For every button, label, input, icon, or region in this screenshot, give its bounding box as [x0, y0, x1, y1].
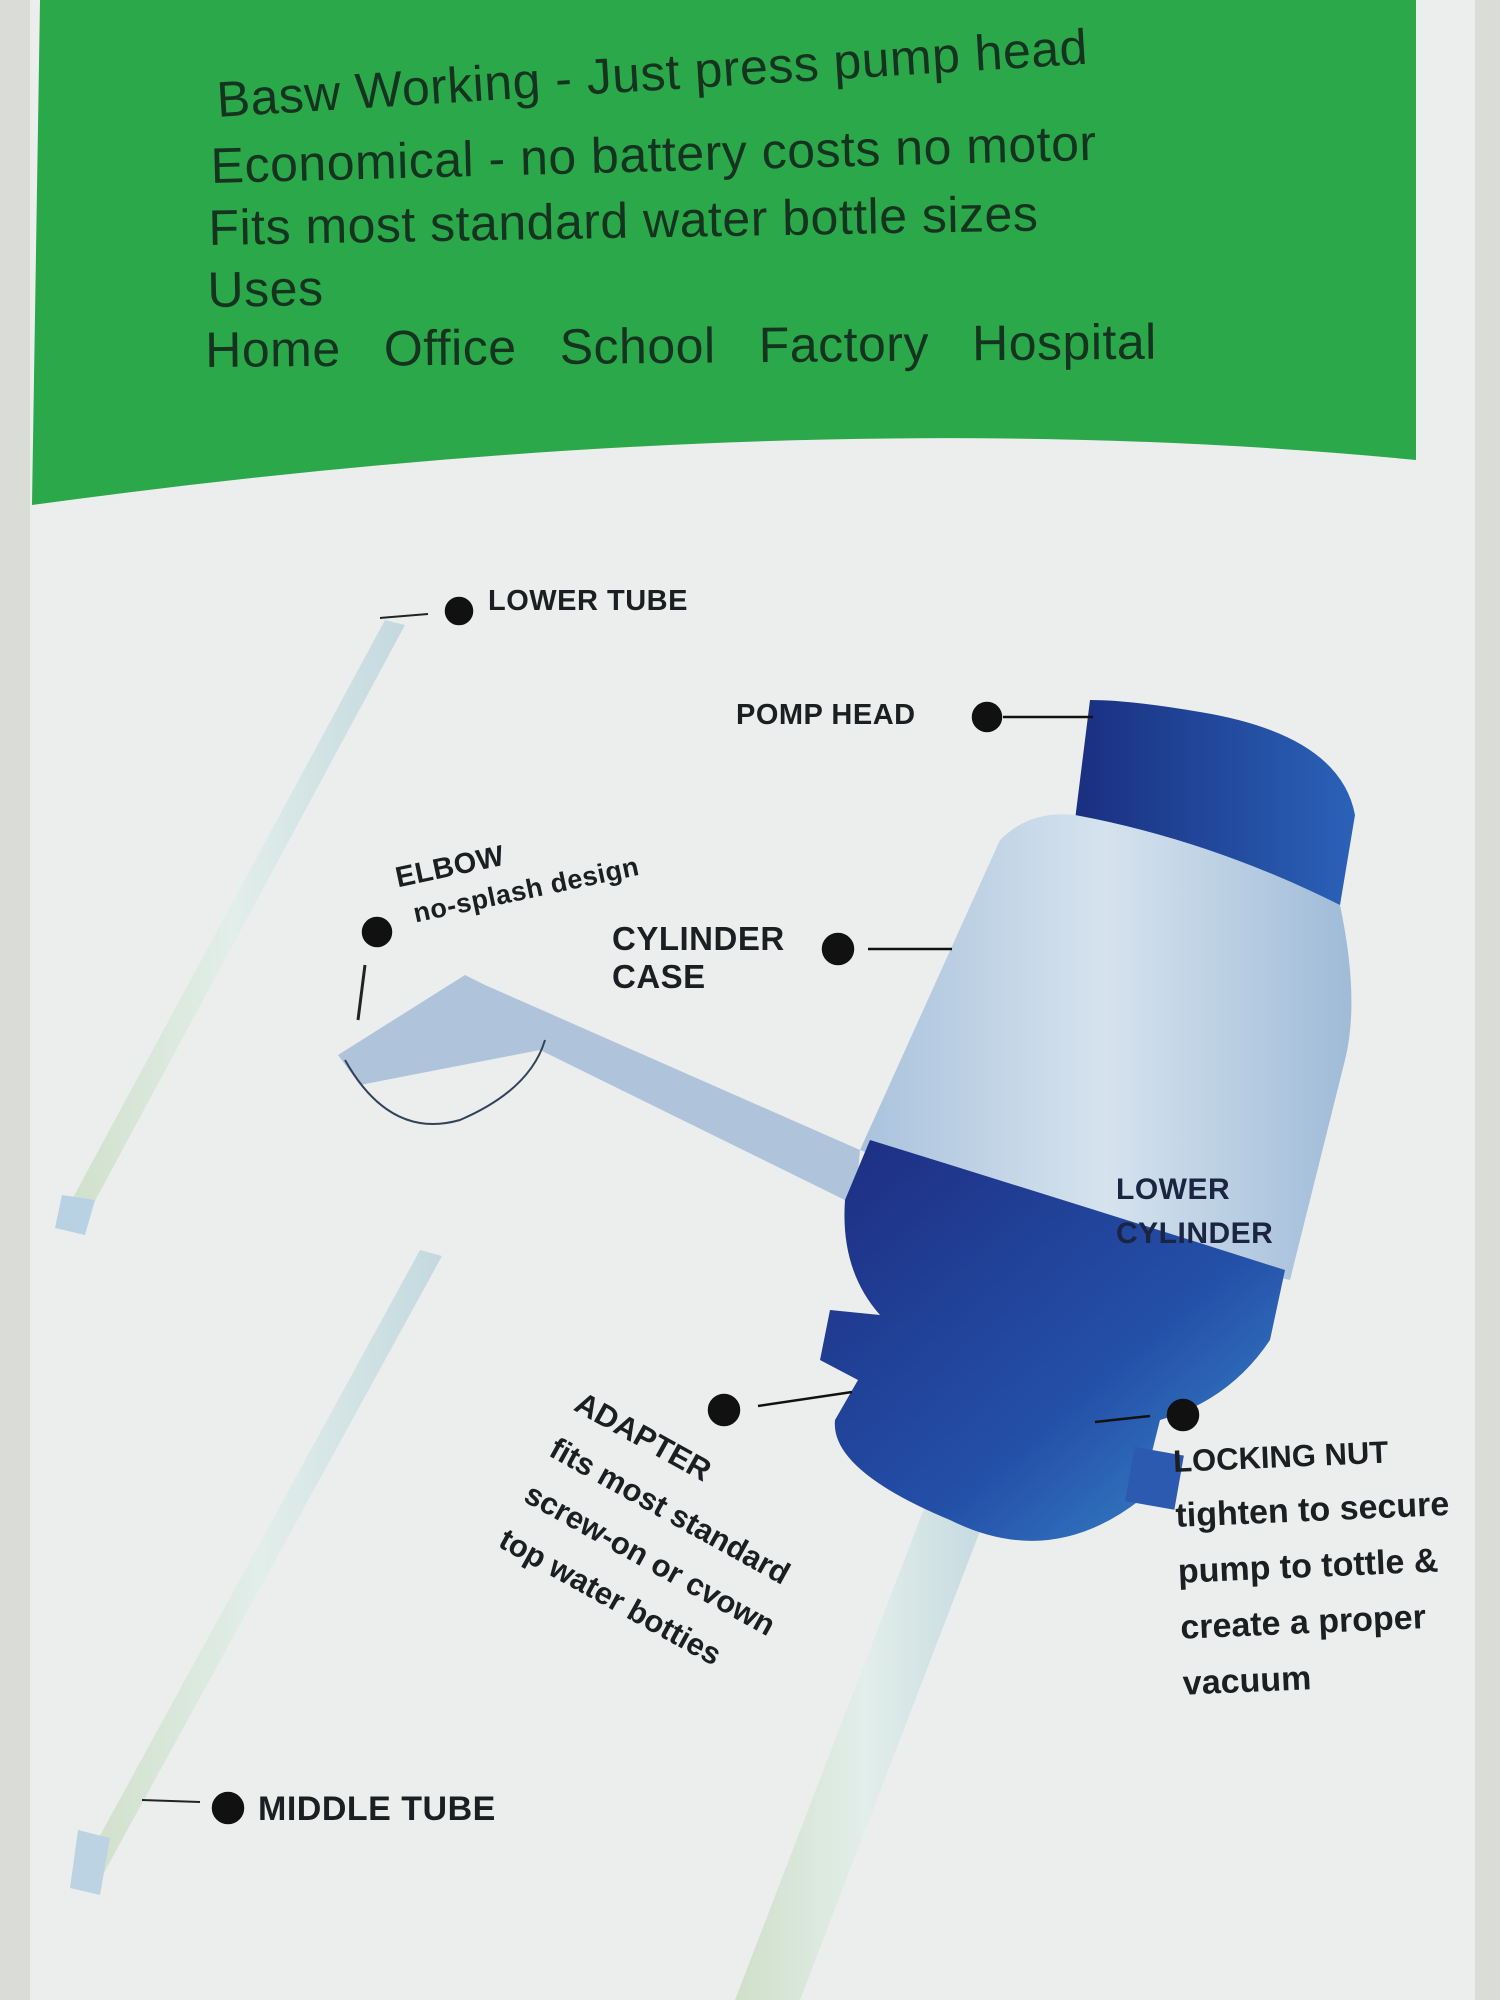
- label-cylinder-case-line-1: CYLINDER: [612, 920, 785, 957]
- callout-markers: [211, 596, 1200, 1825]
- use-home: Home: [205, 320, 341, 378]
- locking-nut-desc-line-4: vacuum: [1181, 1659, 1313, 1703]
- header-uses-heading: Uses: [207, 259, 324, 318]
- use-school: School: [559, 317, 716, 375]
- label-middle-tube: MIDDLE TUBE: [258, 1790, 496, 1828]
- label-lower-cylinder: LOWER CYLINDER: [1116, 1168, 1273, 1256]
- middle-tube-illustration: [70, 1250, 442, 1895]
- label-lower-tube: LOWER TUBE: [488, 585, 688, 617]
- label-lower-cylinder-line-1: LOWER: [1116, 1173, 1231, 1206]
- header-uses-list: Home Office School Factory Hospital: [205, 314, 1157, 378]
- label-cylinder-case: CYLINDER CASE: [612, 920, 785, 996]
- elbow-spout-illustration: [338, 964, 860, 1205]
- pump-tube-illustration: [735, 1480, 995, 2000]
- label-pomp-head: POMP HEAD: [736, 699, 916, 731]
- label-lower-cylinder-line-2: CYLINDER: [1116, 1217, 1274, 1250]
- use-office: Office: [383, 319, 517, 377]
- locking-nut-illustration: [1125, 1446, 1184, 1510]
- label-cylinder-case-line-2: CASE: [612, 958, 706, 995]
- locking-nut-desc-line-3: create a proper: [1179, 1598, 1427, 1647]
- cylinder-case-illustration: [860, 814, 1352, 1280]
- use-hospital: Hospital: [971, 313, 1157, 372]
- green-header-band: [32, 0, 1416, 505]
- lower-cylinder-illustration: [820, 1140, 1285, 1541]
- label-locking-nut-group: LOCKING NUT tighten to secure pump to to…: [1172, 1424, 1458, 1712]
- lower-tube-illustration: [55, 613, 429, 1235]
- pump-head-illustration: [1075, 700, 1355, 935]
- use-factory: Factory: [758, 315, 930, 374]
